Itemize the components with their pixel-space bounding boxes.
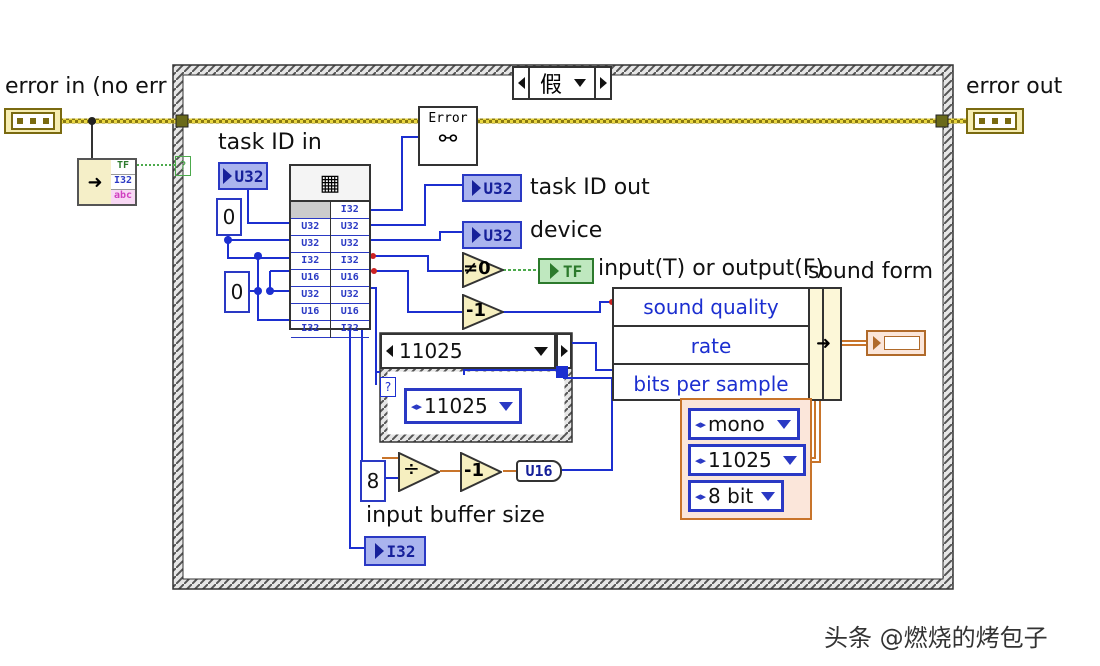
cn-row-left-6: U16: [291, 304, 330, 321]
error-out-label: error out: [966, 74, 1063, 99]
decrement-node[interactable]: [462, 294, 504, 330]
cn-row-right-2: U32: [330, 236, 369, 253]
decrement-node-2[interactable]: [460, 452, 502, 492]
bundle-by-name-node[interactable]: sound quality rate bits per sample: [612, 287, 810, 401]
library-icon: ▦: [291, 166, 369, 202]
bundle-field-rate[interactable]: rate: [614, 325, 808, 365]
cn-row-right-3: I32: [330, 253, 369, 270]
bits-divisor-value: 8: [366, 469, 380, 493]
bits-value: 8 bit: [708, 484, 754, 508]
case-selector-value: 假: [540, 73, 563, 98]
case-tunnel: [556, 366, 568, 378]
not-equal-zero-node[interactable]: [462, 252, 504, 288]
input-or-output-terminal[interactable]: TF: [538, 258, 594, 284]
error-out-terminal[interactable]: [966, 108, 1024, 134]
i32-glyph: I32: [111, 175, 135, 190]
input-buffer-size-label: input buffer size: [366, 503, 545, 528]
rate-ring-constant[interactable]: ◂▸ 11025: [404, 388, 522, 424]
sound-format-constant[interactable]: ◂▸mono ◂▸11025 ◂▸8 bit: [680, 398, 812, 520]
cn-row-right-1: U32: [330, 219, 369, 236]
case-selector[interactable]: 假: [512, 66, 612, 100]
unknown-terminal: ?: [175, 156, 191, 176]
cn-row-left-3: I32: [291, 253, 330, 270]
case-next-arrow[interactable]: [594, 68, 610, 98]
bundle-arrow-icon: ➜: [816, 333, 832, 354]
rate-ring[interactable]: ◂▸11025: [688, 444, 806, 476]
arrow-icon: ➜: [79, 160, 111, 204]
rate-value: 11025: [708, 448, 772, 472]
cn-row-left-2: U32: [291, 236, 330, 253]
broken-link-icon: ⚯: [438, 127, 458, 152]
device-default-value: 0: [230, 280, 244, 304]
rate-ring-value: 11025: [424, 394, 488, 418]
bundle-field-bits-per-sample[interactable]: bits per sample: [614, 363, 808, 403]
decrement-label: -1: [466, 300, 486, 321]
call-library-node[interactable]: ▦ U32 U32 I32 U16 U32 U16 I32 I32 U32 U3…: [289, 164, 371, 338]
cn-row-right-7: I32: [330, 321, 369, 338]
type-node[interactable]: ➜ TF I32 abc: [77, 158, 137, 206]
divide-node[interactable]: [398, 452, 440, 492]
task-id-in-label: task ID in: [218, 130, 322, 155]
nested-prev-arrow[interactable]: [386, 345, 393, 357]
bundle-output-node[interactable]: ➜: [808, 287, 842, 401]
bits-ring[interactable]: ◂▸8 bit: [688, 480, 784, 512]
cn-row-left-0: [291, 202, 330, 219]
sound-format-terminal[interactable]: [866, 330, 926, 356]
tf-glyph: TF: [111, 160, 135, 175]
cn-row-right-5: U32: [330, 287, 369, 304]
input-or-output-label: input(T) or output(F): [598, 256, 825, 281]
u32-type: U32: [483, 225, 513, 245]
cn-row-left-7: I32: [291, 321, 330, 338]
error-node-label: Error: [428, 111, 468, 126]
cn-row-right-4: U16: [330, 270, 369, 287]
u32-type: U32: [234, 166, 264, 186]
bundle-field-sound-quality[interactable]: sound quality: [643, 295, 779, 319]
i32-type: I32: [386, 541, 416, 561]
u16-type: U16: [525, 462, 553, 480]
cn-row-left-4: U16: [291, 270, 330, 287]
sound-format-label: sound form: [808, 259, 934, 284]
task-id-constant[interactable]: 0: [216, 198, 242, 236]
cn-row-right-0: I32: [330, 202, 369, 219]
u16-conversion-node[interactable]: U16: [516, 460, 562, 482]
cn-row-left-5: U32: [291, 287, 330, 304]
case-prev-arrow[interactable]: [514, 68, 530, 98]
input-buffer-size-terminal[interactable]: I32: [364, 536, 426, 566]
cn-row-left-1: U32: [291, 219, 330, 236]
unknown-marker: ?: [380, 377, 396, 397]
divide-label: ÷: [403, 456, 420, 480]
error-in-terminal[interactable]: [4, 108, 62, 134]
device-constant[interactable]: 0: [224, 271, 250, 313]
cn-row-right-6: U16: [330, 304, 369, 321]
error-in-label: error in (no err: [5, 74, 167, 99]
device-label: device: [530, 218, 603, 243]
cluster-type-icon: [883, 336, 920, 350]
bits-divisor-constant[interactable]: 8: [360, 460, 386, 502]
watermark: 头条 @燃烧的烤包子: [824, 624, 1048, 652]
error-cluster-icon: [978, 118, 985, 124]
nested-dropdown-icon[interactable]: [534, 346, 548, 356]
tf-type: TF: [562, 261, 583, 281]
nested-next-arrow[interactable]: [556, 333, 572, 369]
task-id-out-terminal[interactable]: U32: [462, 174, 522, 202]
not-equal-zero-label: ≠0: [463, 258, 491, 279]
case-dropdown-icon[interactable]: [574, 79, 587, 87]
task-id-in-terminal[interactable]: U32: [218, 162, 268, 190]
task-id-default-value: 0: [222, 205, 236, 229]
error-node[interactable]: Error ⚯: [418, 106, 478, 166]
sound-quality-ring[interactable]: ◂▸mono: [688, 408, 800, 440]
sound-quality-value: mono: [708, 412, 765, 436]
decrement-label-2: -1: [464, 460, 484, 481]
abc-glyph: abc: [111, 189, 135, 204]
task-id-out-label: task ID out: [530, 175, 650, 200]
device-terminal[interactable]: U32: [462, 221, 522, 249]
nested-case-selector[interactable]: 11025: [380, 333, 556, 369]
nested-case-value: 11025: [399, 339, 463, 363]
error-cluster-icon: [16, 118, 23, 124]
u32-type: U32: [483, 178, 513, 198]
